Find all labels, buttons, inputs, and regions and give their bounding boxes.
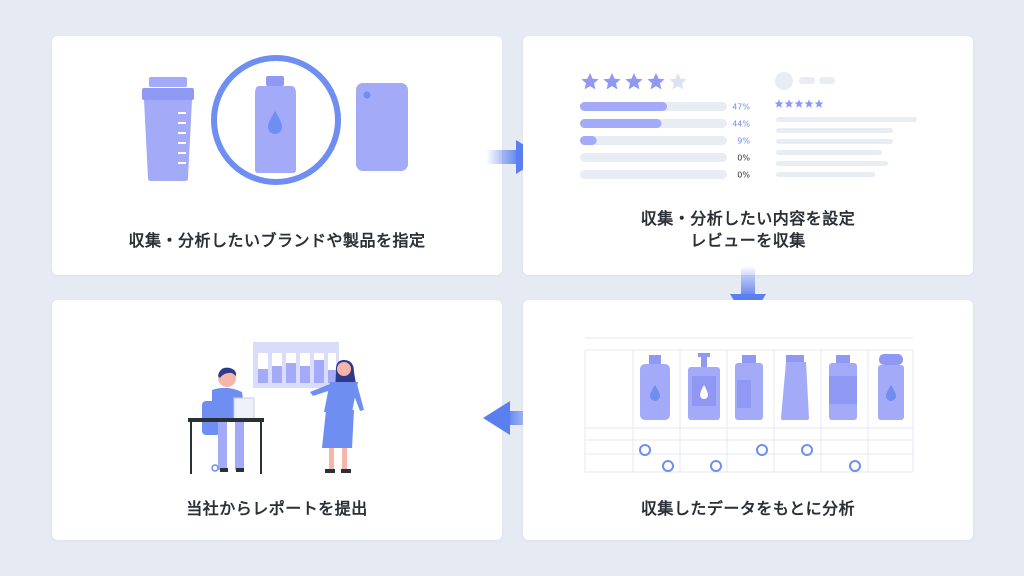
distribution-label: 44% [732,120,750,129]
bottle-band-icon [829,355,857,420]
distribution-label: 9% [737,137,750,146]
distribution-bar [580,136,597,145]
analysis-grid [584,337,914,473]
rating-distribution: 47% 44% 9% 0% 0% [580,102,750,180]
distribution-bar [580,102,668,111]
bottle-icon [640,355,670,420]
step-card-select-product: 収集・分析したいブランドや製品を指定 [52,36,502,275]
step-card-analysis: 収集したデータをもとに分析 [523,300,973,540]
rating-stars [581,73,687,90]
step-caption: 収集・分析したい内容を設定 レビューを収集 [523,208,973,252]
analysis-dots [639,444,861,472]
distribution-label: 0% [737,154,750,163]
step-caption: 収集したデータをもとに分析 [640,499,856,518]
bottle-label-icon [735,355,763,420]
woman-presenting-icon [310,360,364,473]
reviewer-stars [774,99,824,108]
step-card-report: 当社からレポートを提出 [52,300,502,540]
analysis-illustration [584,337,914,473]
caption-line: 収集・分析したい内容を設定 [640,209,856,228]
review-text-lines [776,117,917,177]
distribution-track [580,170,727,179]
distribution-label: 0% [737,171,750,180]
shaker-bottle-icon [142,77,194,181]
review-illustration: 47% 44% 9% 0% 0% [580,72,917,180]
distribution-label: 47% [732,103,750,112]
report-chart-board [253,342,339,388]
caption-line: レビューを収集 [690,231,806,250]
man-at-desk-icon [188,367,264,474]
pump-bottle-icon [688,353,720,420]
step-card-collect-reviews: 47% 44% 9% 0% 0% 収集・分析したい内容を設定 レビューを収集 [523,36,973,275]
step-caption: 当社からレポートを提出 [186,499,368,518]
step-caption: 収集・分析したいブランドや製品を指定 [128,231,426,250]
reviewer-avatar [775,72,835,90]
selected-bottle-icon [211,55,341,185]
distribution-bar [580,119,662,128]
bottle-slim-icon [781,355,809,420]
bottle-cap-icon [878,354,904,420]
products-illustration [142,55,408,185]
distribution-track [580,153,727,162]
distribution-track [580,136,727,145]
report-illustration [188,342,364,474]
package-icon [356,83,408,171]
